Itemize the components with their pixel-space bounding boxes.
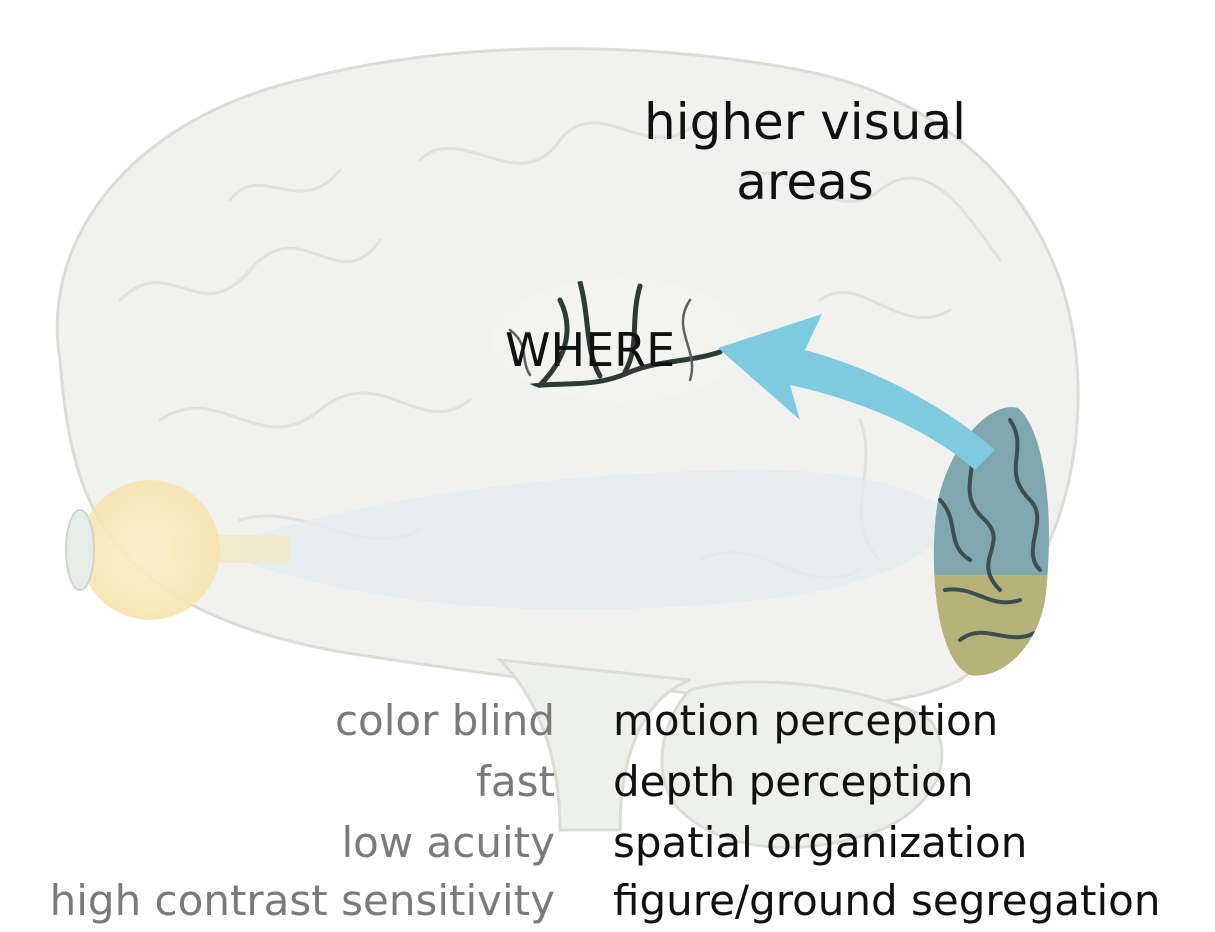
- where-label: WHERE: [505, 327, 675, 373]
- property-left-fast: fast: [476, 761, 555, 803]
- property-right-depth-perception: depth perception: [613, 761, 974, 803]
- property-right-motion-perception: motion perception: [613, 700, 998, 742]
- property-right-spatial-organization: spatial organization: [613, 822, 1027, 864]
- property-right-figure-ground-segregation: figure/ground segregation: [613, 880, 1160, 922]
- property-left-high-contrast-sensitivity: high contrast sensitivity: [50, 880, 555, 922]
- property-left-low-acuity: low acuity: [341, 822, 555, 864]
- property-left-color-blind: color blind: [335, 700, 555, 742]
